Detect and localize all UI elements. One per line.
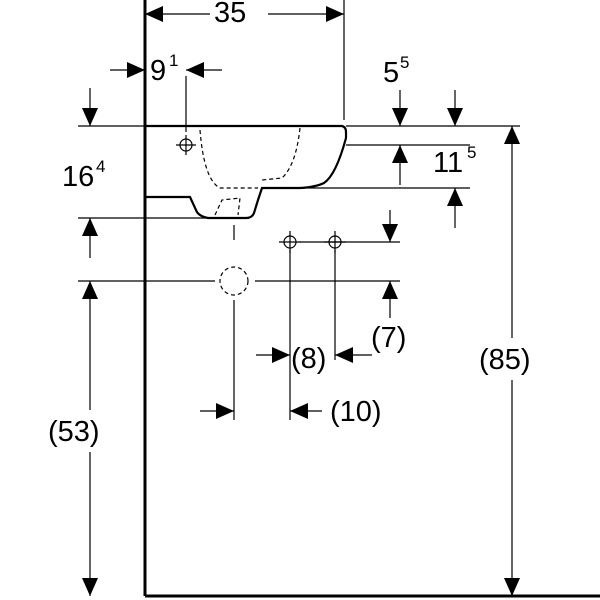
svg-text:(53): (53) (48, 416, 100, 448)
arrowhead-85-bottom (504, 578, 520, 596)
waste-outlet-dashed-circle-icon (219, 266, 249, 296)
svg-text:5: 5 (383, 57, 399, 89)
basin-outline (145, 124, 348, 220)
arrowhead-85-top (504, 126, 520, 144)
tap-hole-crosshair-icon (176, 135, 196, 155)
arrowhead-16-top (82, 108, 98, 126)
dim-label-5-5: 5 5 (383, 53, 409, 89)
svg-text:(7): (7) (371, 322, 406, 354)
arrowhead-11-top (392, 145, 408, 163)
arrowhead-35-right (326, 6, 344, 22)
svg-text:(85): (85) (479, 344, 531, 376)
svg-text:11: 11 (433, 147, 463, 179)
dim-label-7: (7) (371, 322, 406, 354)
dim-label-35: 35 (214, 0, 246, 29)
svg-text:5: 5 (400, 53, 409, 72)
wall-outline (143, 0, 600, 598)
arrowhead-53-top (82, 281, 98, 299)
valve-left-crosshair-icon (279, 231, 301, 253)
arrowhead-11-bottom (447, 188, 463, 206)
arrowhead-9-left (127, 62, 145, 78)
arrowhead-53-bottom (82, 578, 98, 596)
svg-text:16: 16 (62, 161, 94, 193)
dim-label-10: (10) (330, 396, 382, 428)
svg-text:5: 5 (467, 143, 476, 162)
arrowhead-10-left (216, 403, 234, 419)
arrowhead-7-top (382, 224, 398, 242)
dim-label-11-5: 11 5 (433, 143, 476, 179)
svg-text:35: 35 (214, 0, 246, 29)
arrowhead-7-bottom (382, 281, 398, 299)
svg-text:(10): (10) (330, 396, 382, 428)
arrowhead-8-right (335, 347, 353, 363)
extension-lines (78, 0, 520, 420)
dimension-lines (82, 6, 520, 596)
dim-label-16-4: 16 4 (62, 157, 105, 193)
svg-text:9: 9 (150, 55, 166, 87)
arrowhead-16-bottom (82, 218, 98, 236)
arrowhead-8-left (272, 347, 290, 363)
dim-label-9-1: 9 1 (150, 51, 178, 87)
arrowhead-5-right (447, 108, 463, 126)
arrowhead-5-left (392, 108, 408, 126)
dim-label-53: (53) (48, 416, 100, 448)
svg-text:(8): (8) (291, 343, 326, 375)
arrowhead-9-right (186, 62, 204, 78)
valve-right-crosshair-icon (324, 231, 346, 253)
svg-text:4: 4 (96, 157, 105, 176)
dim-label-8: (8) (291, 343, 326, 375)
dim-label-85: (85) (479, 344, 531, 376)
arrowhead-10-right (290, 403, 308, 419)
arrowhead-35-left (145, 6, 163, 22)
svg-text:1: 1 (169, 51, 178, 70)
